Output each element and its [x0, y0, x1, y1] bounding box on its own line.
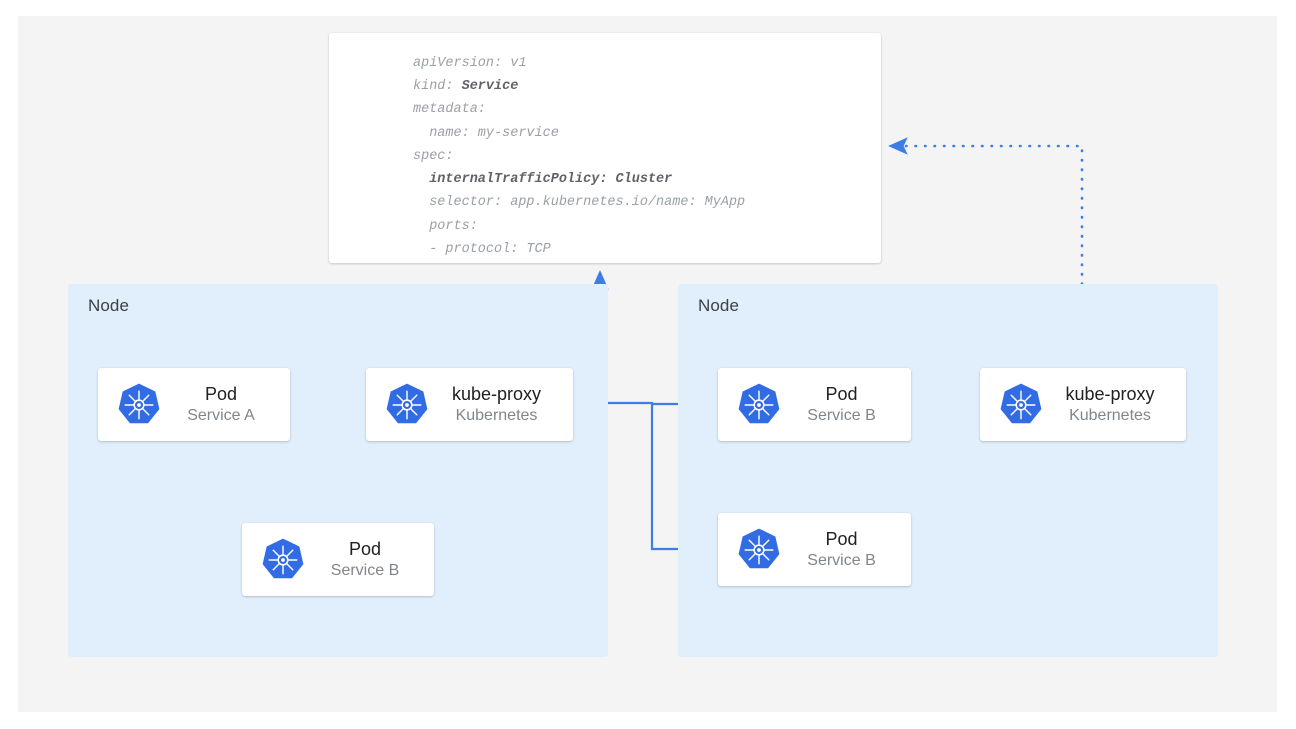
kubernetes-icon	[118, 383, 160, 423]
service-manifest-code: apiVersion: v1 kind: Service metadata: n…	[413, 56, 746, 257]
card-subtitle: Service B	[807, 551, 876, 569]
card-title: kube-proxy	[451, 383, 542, 404]
card-subtitle: Kubernetes	[1069, 406, 1151, 424]
card-title: Pod	[348, 538, 382, 559]
kubernetes-icon	[1000, 383, 1042, 423]
kubernetes-icon	[262, 538, 304, 578]
kubernetes-icon	[738, 528, 780, 568]
node-label-left: Node	[88, 296, 130, 315]
card-subtitle: Service B	[807, 406, 876, 424]
card-subtitle: Service A	[187, 406, 255, 424]
card-title: Pod	[204, 383, 238, 404]
card-pod-service-a[interactable]: Pod Service A	[98, 368, 290, 441]
kubernetes-icon	[738, 383, 780, 423]
card-pod-service-b-bottom[interactable]: Pod Service B	[718, 513, 911, 586]
card-pod-service-b-top[interactable]: Pod Service B	[718, 368, 911, 441]
card-title: Pod	[825, 383, 858, 404]
kubernetes-icon	[386, 383, 428, 423]
service-manifest-panel: apiVersion: v1 kind: Service metadata: n…	[329, 33, 881, 263]
card-kube-proxy-left[interactable]: kube-proxy Kubernetes	[366, 368, 573, 441]
card-subtitle: Kubernetes	[455, 406, 538, 424]
card-subtitle: Service B	[330, 561, 400, 579]
card-title: kube-proxy	[1065, 383, 1155, 404]
card-pod-service-b-left[interactable]: Pod Service B	[242, 523, 434, 596]
node-label-right: Node	[698, 296, 740, 315]
card-kube-proxy-right[interactable]: kube-proxy Kubernetes	[980, 368, 1186, 441]
node-container-right: Node	[678, 284, 1218, 657]
card-title: Pod	[825, 528, 858, 549]
node-container-left: Node	[68, 284, 608, 657]
